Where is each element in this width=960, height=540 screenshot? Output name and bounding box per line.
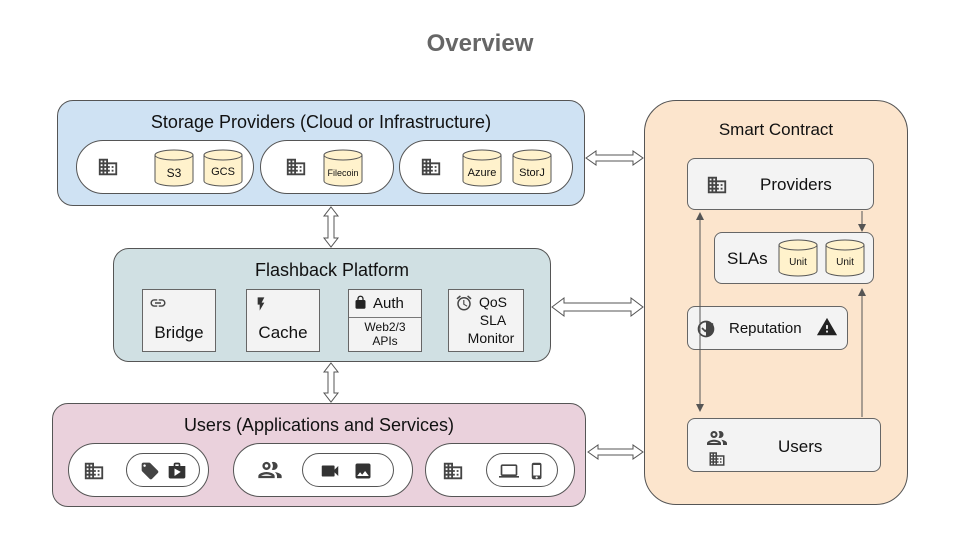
contract-reputation-label: Reputation [729,320,802,337]
storage-cylinder: S3 [154,149,194,187]
storage-label-filecoin: Filecoin [327,168,359,178]
users-group-1 [68,443,209,497]
contract-slas-label: SLAs [727,249,768,268]
alarm-clock-icon [456,295,472,311]
feature-cache: Cache [246,289,320,352]
users-group-2 [233,443,413,497]
storage-group-2: Filecoin [260,140,394,194]
users-panel-title: Users (Applications and Services) [183,415,455,435]
users-group-3-devices [486,453,558,487]
double-arrow-platform-users [322,362,340,403]
storage-group-3: Azure StorJ [399,140,573,194]
building-icon [706,174,728,196]
flashback-platform-panel: Flashback Platform Bridge Cache Auth Web… [113,248,551,362]
laptop-icon [499,464,519,478]
double-arrow-platform-contract [551,297,644,317]
storage-cylinder: StorJ [512,149,552,187]
people-icon [256,456,284,484]
smart-contract-title: Smart Contract [718,120,834,139]
feature-auth-sub-1: Web2/3 [364,320,406,334]
feature-bridge: Bridge [142,289,216,352]
unit-cylinder: Unit [825,239,865,277]
contract-users-label: Users [778,437,823,456]
storage-label-gcs: GCS [211,166,235,178]
bolt-icon [257,297,265,311]
tag-icon [141,462,159,480]
contract-providers-label: Providers [760,175,832,194]
auth-divider [349,317,421,318]
unit-label-1: Unit [789,257,807,268]
feature-cache-label: Cache [258,323,308,342]
feature-auth-label: Auth [373,295,404,312]
feature-qos: QoS SLA Monitor [448,289,524,352]
feature-qos-label-1: QoS [479,294,508,310]
photo-icon [355,463,371,479]
users-panel: Users (Applications and Services) [52,403,586,507]
contract-reputation-box: Reputation [687,306,848,350]
building-icon [708,450,726,468]
flashback-platform-title: Flashback Platform [254,260,410,280]
users-group-2-media [302,453,394,487]
storage-cylinder: GCS [203,149,243,187]
feature-auth-sub-2: APIs [372,334,398,348]
double-arrow-storage-platform [322,206,340,248]
users-group-3 [425,443,575,497]
videocam-icon [321,465,339,477]
lock-icon [355,295,366,309]
storage-label-azure: Azure [467,167,497,179]
phone-icon [531,462,542,480]
feature-qos-label-3: Monitor [467,330,515,346]
storage-label-storj: StorJ [519,167,545,179]
unit-label-2: Unit [836,257,854,268]
feature-auth: Auth Web2/3 APIs [348,289,422,352]
building-icon [97,156,119,178]
building-icon [420,156,442,178]
users-group-1-apps [126,453,200,487]
storage-cylinder: Filecoin [323,149,363,187]
building-icon [83,460,105,482]
contract-users-box: Users [687,418,881,472]
contract-slas-box: SLAs Unit Unit [714,232,874,284]
storage-providers-title: Storage Providers (Cloud or Infrastructu… [150,112,492,132]
building-icon [285,156,307,178]
building-icon [442,460,464,482]
storage-providers-panel: Storage Providers (Cloud or Infrastructu… [57,100,585,206]
feature-qos-label-2: SLA [479,312,507,328]
contract-providers-box: Providers [687,158,874,210]
link-icon [150,299,166,307]
check-circle-icon [697,320,715,338]
double-arrow-users-contract [587,444,644,460]
people-icon [705,426,729,450]
storage-label-s3: S3 [166,166,182,180]
warning-icon [816,317,838,336]
shop-icon [168,462,186,479]
storage-group-1: S3 GCS [76,140,254,194]
feature-bridge-label: Bridge [154,323,204,342]
page-title: Overview [426,30,534,57]
double-arrow-storage-contract [585,150,644,166]
unit-cylinder: Unit [778,239,818,277]
storage-cylinder: Azure [462,149,502,187]
